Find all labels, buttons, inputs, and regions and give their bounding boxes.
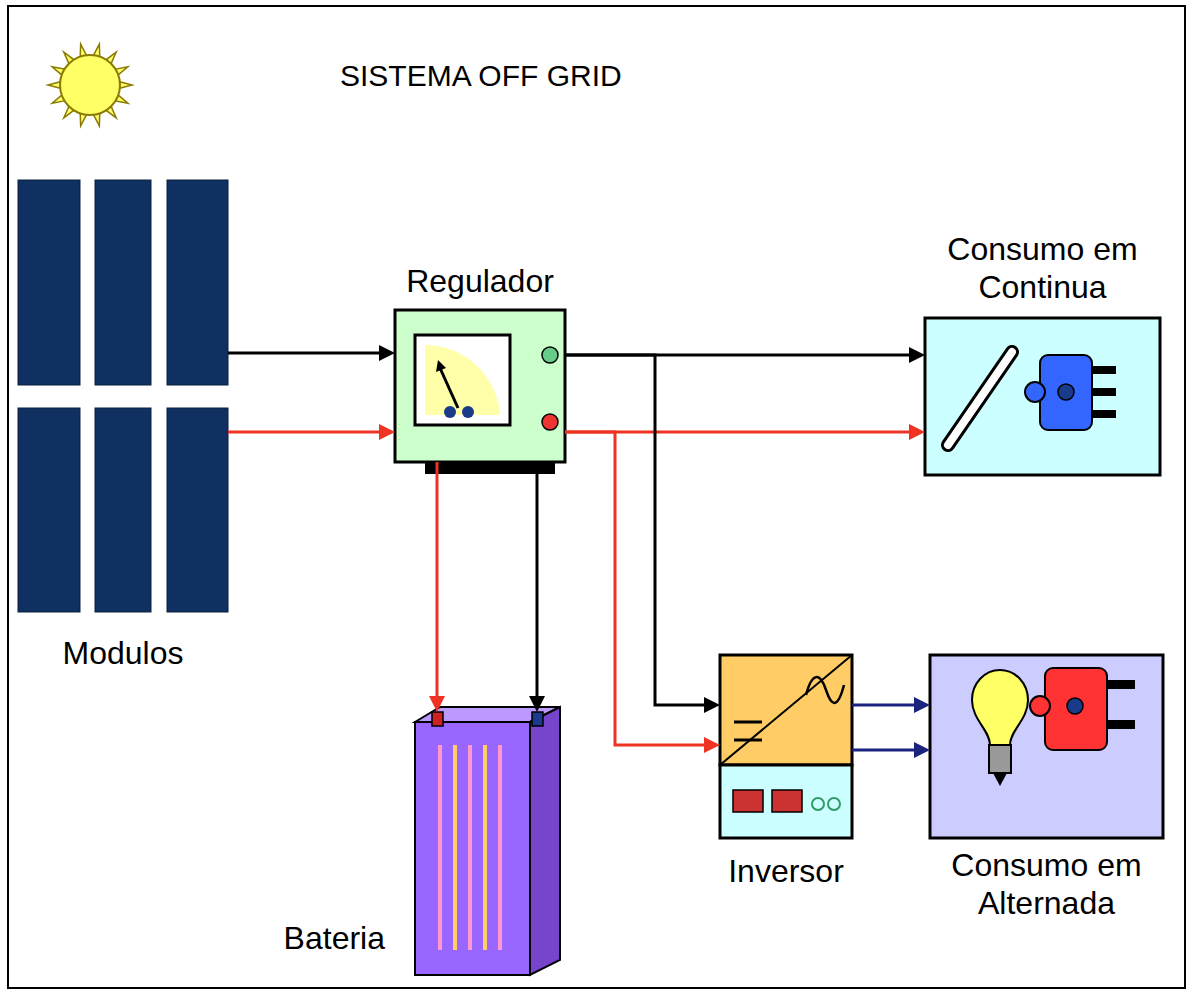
battery-symbol <box>415 707 560 975</box>
node-heading: Consumo em Continua <box>908 230 1178 306</box>
solar-panels <box>18 180 228 612</box>
sun-symbol <box>48 44 132 126</box>
dc-load-box <box>925 318 1160 475</box>
wire-connector <box>429 462 445 712</box>
solar-modules: Modulos <box>18 180 228 612</box>
diagram-title: SISTEMA OFF GRID <box>340 58 622 94</box>
regulator-box: Regulador <box>395 310 565 462</box>
node-heading: Inversor <box>728 852 844 890</box>
frame <box>8 6 1185 988</box>
node-heading: Bateria <box>284 919 385 957</box>
node-heading: Modulos <box>63 634 184 672</box>
ac-load-box <box>930 655 1163 838</box>
wire-connector <box>565 432 720 753</box>
dc-load-box: Consumo em Continua <box>925 318 1160 475</box>
wire-connector <box>228 345 395 361</box>
node-heading: Regulador <box>406 262 554 300</box>
node-heading: Consumo em Alternada <box>912 846 1182 922</box>
wire-connector <box>565 355 720 713</box>
wire-connector <box>565 424 925 440</box>
inverter-box: Inversor <box>720 655 852 838</box>
inverter-box <box>720 655 852 838</box>
wire-connector <box>529 462 545 712</box>
wire-connector <box>852 697 930 713</box>
wire-connector <box>852 742 930 758</box>
ac-load-box: Consumo em Alternada <box>930 655 1163 838</box>
regulator-box <box>395 310 565 474</box>
battery-box: Bateria <box>415 712 560 975</box>
wire-connector <box>228 424 395 440</box>
